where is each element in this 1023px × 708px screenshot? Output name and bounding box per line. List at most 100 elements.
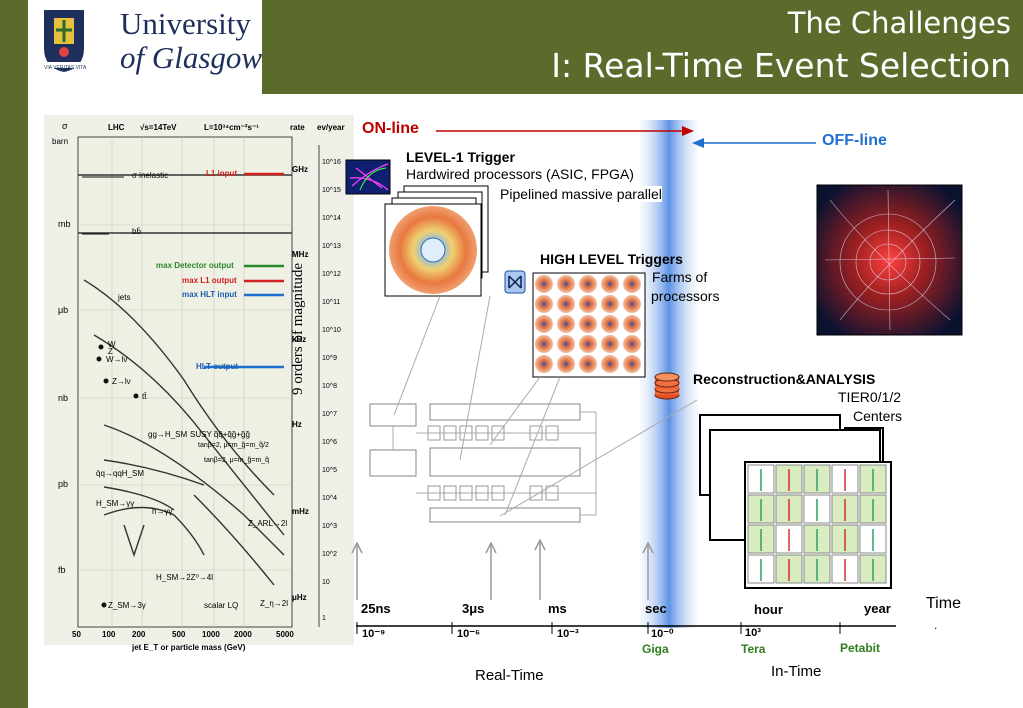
- processor-node: [623, 295, 641, 313]
- xtick-100: 100: [102, 630, 116, 639]
- proc-z-lnu: Z→lν: [112, 377, 131, 386]
- xtick-2000: 2000: [234, 630, 252, 639]
- tick-1e2: 10^2: [322, 551, 337, 558]
- tick-1e14: 10^14: [322, 215, 341, 222]
- processor-node: [601, 315, 619, 333]
- arrow-max-detector: max Detector output: [156, 261, 234, 270]
- hlt-desc2: processors: [651, 288, 720, 304]
- processor-node: [623, 335, 641, 353]
- time-hour: hour: [754, 602, 783, 617]
- left-border-bar: [0, 0, 28, 708]
- processor-node: [579, 295, 597, 313]
- proc-z: Z: [108, 347, 113, 356]
- crest-icon: [44, 10, 84, 72]
- arrow-l1-input: L1 input: [206, 169, 238, 178]
- proc-scalar-lq: scalar LQ: [204, 601, 239, 610]
- reco-title: Reconstruction&ANALYSIS: [693, 371, 876, 387]
- processor-node: [557, 315, 575, 333]
- proc-susy-params2: tanβ=2, μ=m_g̃=m_q̃: [204, 457, 270, 464]
- tick-1e7: 10^7: [322, 411, 337, 418]
- slide-title-line1: The Challenges: [787, 6, 1011, 40]
- xtick-500: 500: [172, 630, 186, 639]
- time-ms: ms: [548, 601, 567, 616]
- proc-gg-hsm: gg→H_SM: [148, 430, 188, 439]
- unit-tera: Tera: [741, 642, 766, 656]
- time-axis-label: Time: [926, 595, 961, 612]
- level1-desc2: Pipelined massive parallel: [500, 186, 662, 202]
- power-1e3: 10³: [745, 627, 761, 639]
- luminosity-label: L=10³⁴cm⁻²s⁻¹: [204, 123, 259, 132]
- power-1e-3: 10⁻³: [557, 628, 579, 640]
- reco-desc1: TIER0/1/2: [838, 389, 902, 405]
- proc-zeta: Z_η→2l: [260, 599, 289, 608]
- reco-desc2: Centers: [853, 408, 903, 424]
- processor-node: [557, 275, 575, 293]
- lhc-label: LHC: [108, 123, 125, 132]
- lhc-rate-plot: σ LHC √s=14TeV L=10³⁴cm⁻²s⁻¹ rate ev/yea…: [44, 115, 354, 652]
- arrow-max-l1: max L1 output: [182, 276, 237, 285]
- rate-mhz: MHz: [292, 250, 309, 259]
- processor-node: [579, 355, 597, 373]
- processor-node: [601, 295, 619, 313]
- hlt-desc1: Farms of: [652, 269, 708, 285]
- energy-label: √s=14TeV: [140, 123, 177, 132]
- processor-node: [579, 275, 597, 293]
- tick-1e11: 10^11: [322, 299, 341, 306]
- hlt-title: HIGH LEVEL Triggers: [540, 251, 683, 267]
- proc-susy-params1: tanβ=2, μ=m_g̃=m_q̃/2: [198, 442, 269, 449]
- proc-bb: bb̄: [132, 227, 141, 236]
- intime-label: In-Time: [771, 663, 822, 680]
- time-year: year: [864, 601, 891, 616]
- processor-node: [579, 315, 597, 333]
- tick-1: 1: [322, 615, 326, 622]
- rate-ghz: GHz: [292, 165, 308, 174]
- processor-node: [557, 355, 575, 373]
- tick-1e3: 10^3: [322, 523, 337, 530]
- tick-1e12: 10^12: [322, 271, 341, 278]
- tick-10: 10: [322, 579, 330, 586]
- logo-text-line2: of Glasgow: [120, 40, 263, 75]
- axis-pb: pb: [58, 479, 69, 489]
- tick-1e10: 10^10: [322, 327, 341, 334]
- power-1e-6: 10⁻⁶: [457, 628, 481, 640]
- logo-text-line1: University: [120, 6, 251, 41]
- time-axis-dot: .: [934, 618, 938, 632]
- power-1e0: 10⁻⁰: [651, 628, 674, 640]
- time-3us: 3μs: [462, 601, 485, 616]
- tick-1e8: 10^8: [322, 383, 337, 390]
- level1-desc: Hardwired processors (ASIC, FPGA): [406, 166, 634, 182]
- barn-label: barn: [52, 137, 69, 146]
- tick-1e13: 10^13: [322, 243, 341, 250]
- arrow-hlt-output: HLT output: [196, 362, 239, 371]
- proc-susy: SUSY q̃q̃+q̃g̃+g̃g̃: [190, 430, 250, 439]
- online-label: ON-line: [362, 120, 419, 137]
- processor-node: [535, 315, 553, 333]
- axis-ub: μb: [58, 305, 69, 315]
- proc-hsm-gammagamma: H_SM→γγ: [96, 499, 135, 508]
- tick-1e4: 10^4: [322, 495, 337, 502]
- logo-motto: VIA VERITAS VITA: [44, 65, 87, 71]
- tick-1e5: 10^5: [322, 467, 337, 474]
- proc-w-lnu: W→lν: [106, 355, 128, 364]
- rate-khz: kHz: [292, 335, 307, 344]
- time-25ns: 25ns: [361, 601, 391, 616]
- proc-zarl: Z_ARL→2l: [248, 519, 288, 528]
- unit-giga: Giga: [642, 642, 669, 656]
- processor-node: [535, 295, 553, 313]
- rate-uhz: μHz: [292, 593, 307, 602]
- realtime-label: Real-Time: [475, 667, 544, 684]
- axis-mb: mb: [58, 219, 71, 229]
- power-1e-9: 10⁻⁹: [362, 628, 386, 640]
- rate-mhz-milli: mHz: [292, 507, 309, 516]
- tick-1e16: 10^16: [322, 159, 341, 166]
- proc-h-gammagamma: h→γγ: [152, 507, 173, 516]
- offline-label: OFF-line: [822, 132, 887, 149]
- processor-node: [623, 355, 641, 373]
- processor-node: [535, 355, 553, 373]
- tick-1e9: 10^9: [322, 355, 337, 362]
- axis-fb: fb: [58, 565, 66, 575]
- arrow-max-hlt: max HLT input: [182, 290, 237, 299]
- ev-year-label: ev/year: [317, 123, 345, 132]
- proc-zsm-3gamma: Z_SM→3γ: [108, 601, 146, 610]
